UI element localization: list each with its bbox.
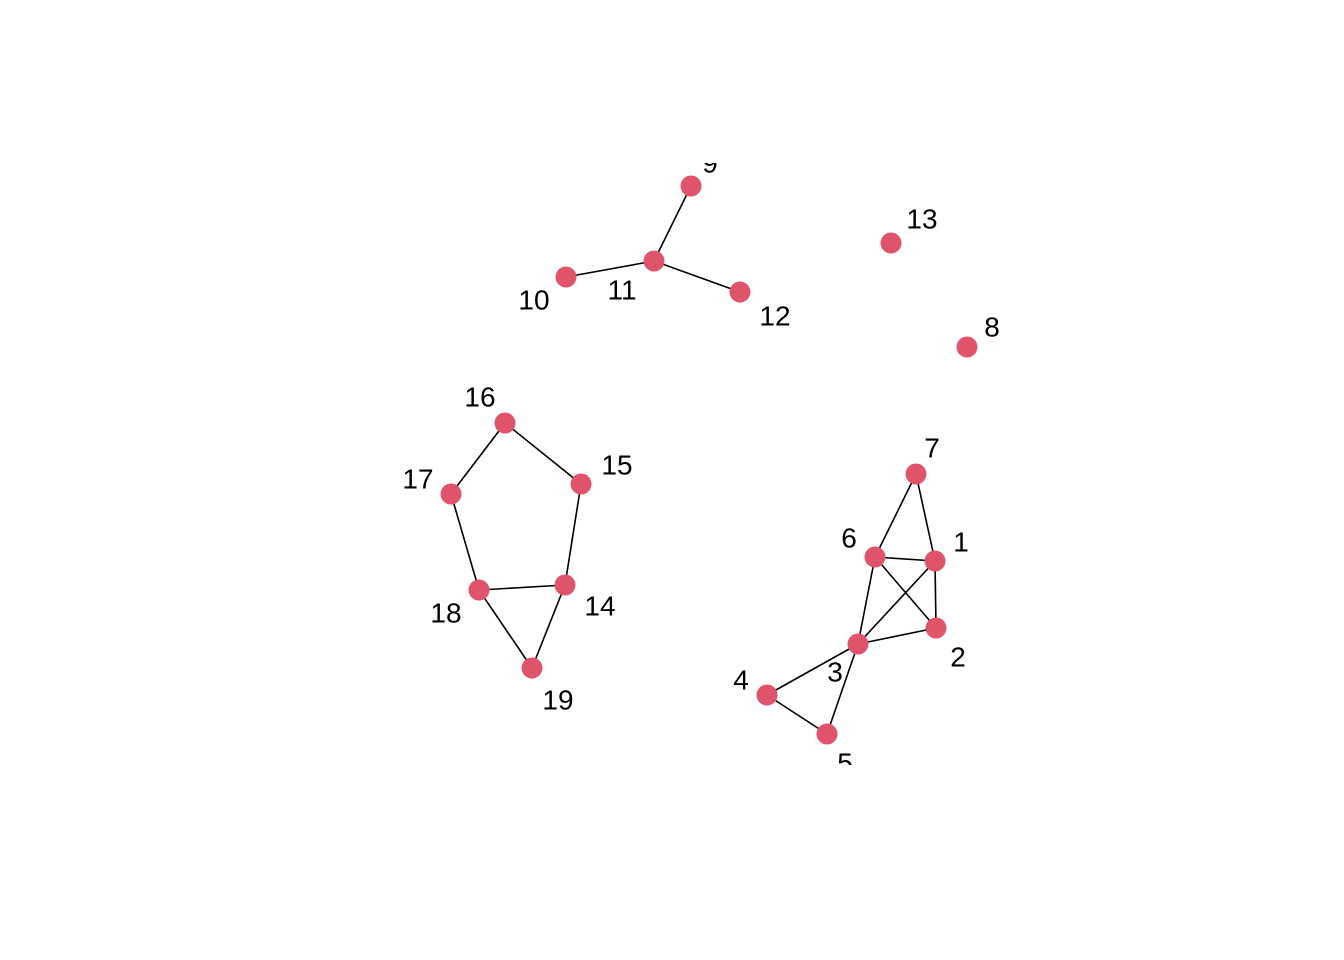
node-label-6: 6 [841, 523, 857, 554]
node-11 [643, 250, 665, 272]
node-13 [880, 232, 902, 254]
node-6 [864, 546, 886, 568]
node-2 [925, 617, 947, 639]
node-label-14: 14 [584, 591, 615, 622]
edge-1-2 [934, 560, 937, 629]
edge-9-11 [653, 185, 692, 262]
node-label-12: 12 [759, 301, 790, 332]
edge-2-3 [857, 627, 937, 645]
node-16 [494, 412, 516, 434]
node-label-19: 19 [542, 685, 573, 716]
edge-18-19 [478, 589, 533, 669]
edge-3-6 [857, 556, 876, 645]
edge-6-7 [874, 473, 917, 558]
node-label-10: 10 [518, 285, 549, 316]
node-label-11: 11 [607, 275, 636, 306]
edge-3-4 [766, 643, 859, 696]
edge-17-18 [450, 493, 480, 591]
edges-layer [450, 185, 937, 735]
nodes-layer [440, 175, 978, 745]
node-3 [847, 633, 869, 655]
edge-1-7 [915, 473, 936, 562]
edge-14-18 [478, 584, 566, 591]
edge-14-15 [564, 483, 582, 586]
node-label-3: 3 [827, 657, 843, 688]
node-18 [468, 579, 490, 601]
node-17 [440, 483, 462, 505]
node-label-17: 17 [402, 464, 433, 495]
node-label-15: 15 [601, 450, 632, 481]
node-label-16: 16 [464, 382, 495, 413]
node-12 [729, 281, 751, 303]
node-15 [570, 473, 592, 495]
edge-10-11 [565, 260, 655, 278]
edge-2-6 [874, 556, 937, 629]
node-label-5: 5 [837, 748, 853, 779]
node-8 [956, 336, 978, 358]
node-label-8: 8 [984, 312, 1000, 343]
node-label-2: 2 [950, 642, 966, 673]
node-4 [756, 684, 778, 706]
node-label-9: 9 [702, 148, 718, 179]
node-10 [555, 266, 577, 288]
edge-11-12 [653, 260, 741, 293]
edge-15-16 [504, 422, 582, 485]
node-label-18: 18 [430, 598, 461, 629]
node-label-13: 13 [906, 204, 937, 235]
edge-14-19 [531, 584, 566, 669]
node-5 [816, 723, 838, 745]
node-label-1: 1 [953, 527, 969, 558]
node-label-4: 4 [733, 665, 749, 696]
edge-16-17 [450, 422, 506, 495]
node-19 [521, 657, 543, 679]
node-label-7: 7 [924, 433, 940, 464]
node-7 [905, 463, 927, 485]
edge-3-5 [826, 643, 859, 735]
node-1 [924, 550, 946, 572]
node-14 [554, 574, 576, 596]
edge-1-3 [857, 560, 936, 645]
edge-4-5 [766, 694, 828, 735]
node-9 [680, 175, 702, 197]
